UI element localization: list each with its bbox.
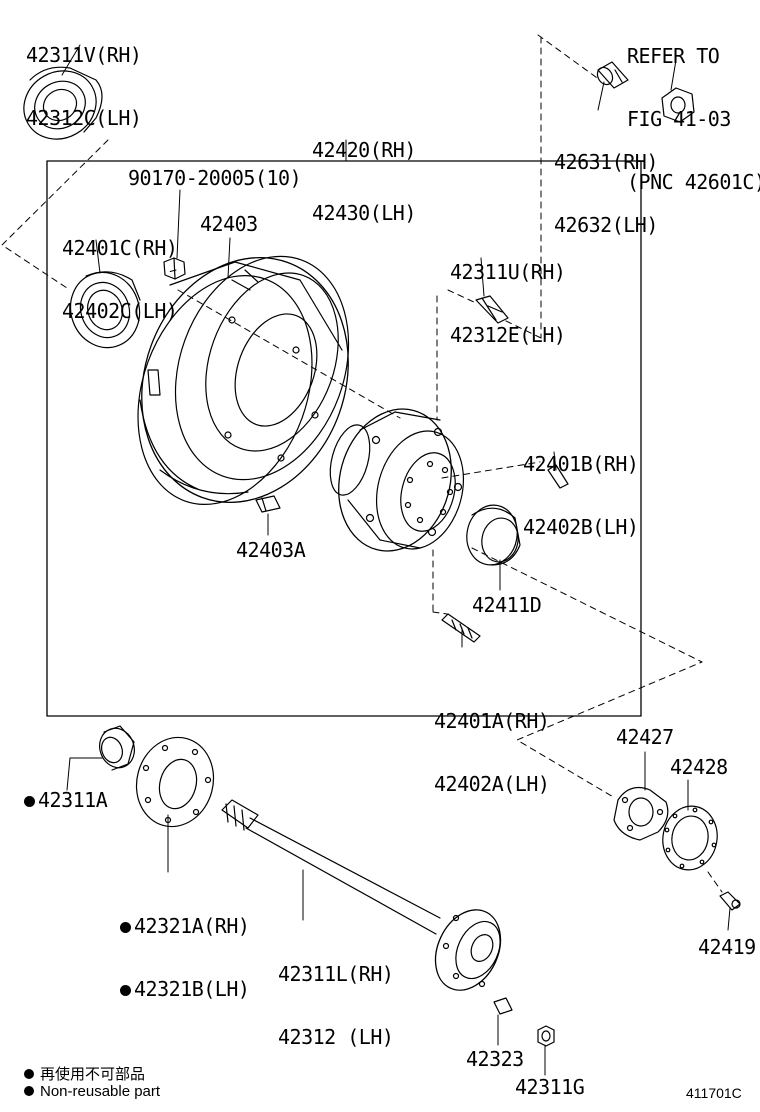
nut-90170	[164, 258, 185, 279]
callout-refer: REFER TO FIG 41-03 (PNC 42601C)	[627, 44, 760, 194]
hub-bolt-42311u	[476, 296, 508, 323]
non-reusable-marker	[120, 922, 131, 933]
callout-42311a: 42311A	[24, 790, 108, 810]
bearing-42401c	[60, 263, 150, 358]
legend-bullet	[24, 1086, 34, 1096]
assembly-frame	[47, 161, 641, 716]
callout-42403: 42403	[200, 212, 258, 236]
callout-42311u: 42311U(RH) 42312E(LH)	[450, 260, 566, 347]
callout-42321a: 42321A(RH) 42321B(LH)	[120, 874, 250, 1042]
non-reusable-marker	[24, 796, 35, 807]
callout-42403a: 42403A	[236, 538, 306, 562]
callout-42427: 42427	[616, 725, 674, 749]
callout-42428: 42428	[670, 755, 728, 779]
callout-42311l: 42311L(RH) 42312 (LH)	[278, 962, 394, 1049]
callout-42411d: 42411D	[472, 593, 542, 617]
brake-drum-42403	[108, 228, 382, 531]
axle-hub	[323, 396, 476, 564]
axle-shaft-42311l	[222, 800, 513, 1001]
stud-42401b	[548, 465, 568, 488]
callout-90170: 90170-20005(10)	[128, 166, 302, 190]
stud-42401a	[442, 614, 480, 642]
callout-42401c: 42401C(RH) 42402C(LH)	[62, 236, 178, 323]
callout-42311g: 42311G	[515, 1075, 585, 1099]
gasket-42428	[658, 802, 722, 874]
gasket-42321a	[127, 729, 224, 836]
nipple-42631	[594, 62, 628, 88]
oil-seal-42311v	[11, 58, 108, 152]
nut-42601c	[662, 88, 694, 122]
legend-bullet	[24, 1069, 34, 1079]
leader-lines	[62, 45, 730, 1075]
callout-42323: 42323	[466, 1047, 524, 1071]
callout-42311v: 42311V(RH) 42312C(LH)	[26, 43, 142, 130]
figure-code: 411701C	[686, 1085, 742, 1101]
legend-line-jp: 再使用不可部品	[24, 1063, 145, 1084]
legend-line-en: Non-reusable part	[24, 1083, 160, 1100]
callout-42401b: 42401B(RH) 42402B(LH)	[523, 452, 639, 539]
bearing-cup-42411d	[462, 501, 522, 569]
plug-42323	[494, 998, 512, 1014]
bearing-retainer-42427	[614, 788, 668, 840]
callout-42419: 42419	[698, 935, 756, 959]
callout-42420: 42420(RH) 42430(LH)	[312, 138, 416, 225]
oil-seal-42311a	[94, 723, 140, 772]
non-reusable-marker	[120, 985, 131, 996]
callout-42401a: 42401A(RH) 42402A(LH)	[434, 709, 550, 796]
nut-42311g	[538, 1026, 554, 1046]
hole-plug-42403a	[256, 496, 280, 512]
bolt-42419	[720, 892, 740, 910]
callout-42631: 42631(RH) 42632(LH)	[554, 150, 658, 237]
